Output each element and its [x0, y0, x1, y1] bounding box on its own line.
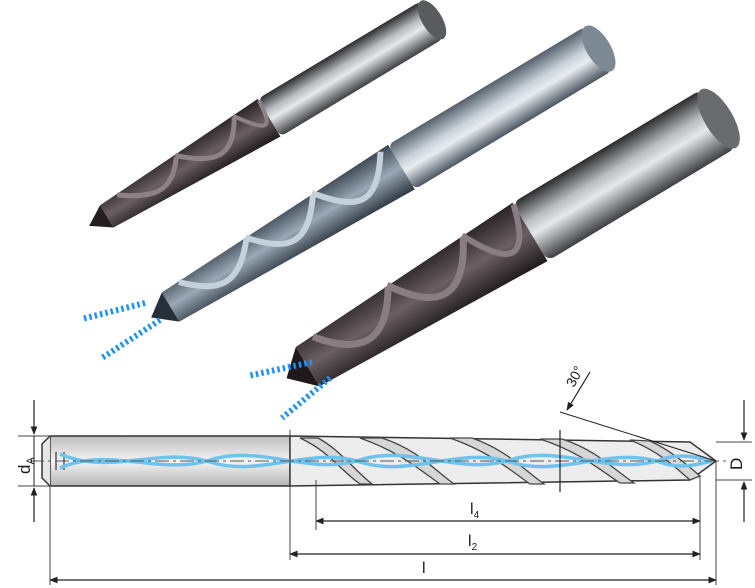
drill-small-dark	[89, 0, 447, 228]
drill-large-dark	[286, 88, 740, 387]
drill-small-body	[100, 98, 281, 228]
technical-drawing: dA D 30° l4 l2	[15, 363, 752, 585]
drill-medium-shank	[390, 28, 610, 188]
shank-diameter-label: dA	[15, 457, 37, 474]
dimension-shank-diameter: dA	[15, 400, 50, 522]
drill-large-shank	[515, 92, 734, 259]
angle-label: 30°	[563, 363, 587, 389]
drill-small-shank	[260, 3, 442, 135]
flute-length-label: l4	[470, 501, 480, 521]
dimension-overall-length: l	[49, 560, 717, 584]
drill-medium-body	[161, 144, 415, 322]
coolant-jets	[81, 300, 332, 421]
drill-diameter-label: D	[727, 458, 746, 470]
overall-length-label: l	[422, 560, 426, 577]
drill-medium-blue	[151, 25, 616, 322]
dimension-drill-diameter: D	[716, 400, 752, 522]
body-length-label: l2	[468, 533, 478, 553]
coolant-jet-medium-2	[100, 317, 162, 361]
drawing-coolant-channels	[59, 452, 713, 470]
dimension-flute-length: l4	[315, 500, 701, 530]
dimension-body-length: l2	[289, 533, 701, 558]
coolant-jet-medium-1	[81, 300, 146, 322]
